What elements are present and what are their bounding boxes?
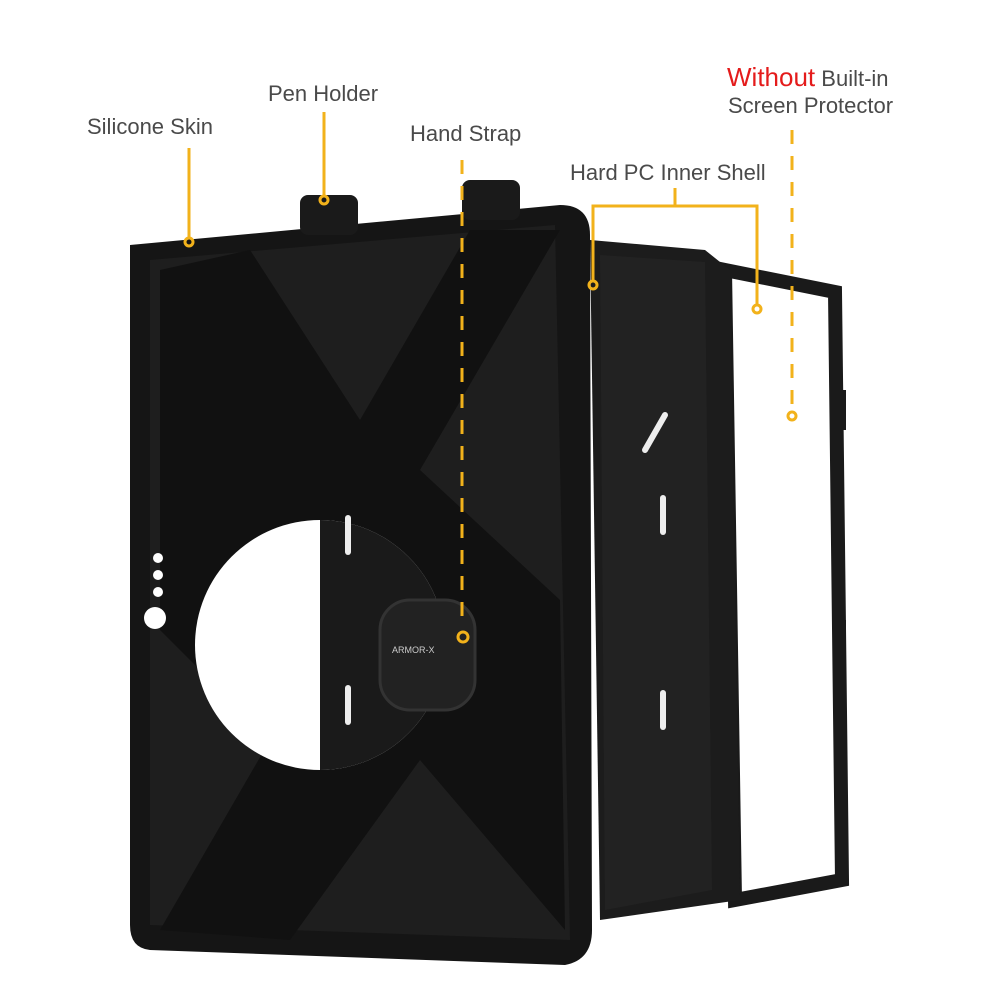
pen-holder-label: Pen Holder xyxy=(268,81,379,106)
hard-pc-inner-shell-label: Hard PC Inner Shell xyxy=(570,160,766,185)
silicone-skin-label: Silicone Skin xyxy=(87,114,213,139)
silicone-case xyxy=(130,180,592,965)
without-highlight: Without xyxy=(727,62,816,92)
screen-frame xyxy=(717,261,850,909)
built-in-text: Built-in xyxy=(821,66,889,91)
hand-strap xyxy=(378,598,477,712)
annotation-lines xyxy=(183,112,798,644)
inner-shell xyxy=(590,240,740,920)
hand-strap-label: Hand Strap xyxy=(410,121,522,146)
screen-protector-label-line2: Screen Protector xyxy=(728,93,894,118)
screen-protector-label: Without Built-in xyxy=(727,62,889,93)
armor-x-logo: ARMOR-X xyxy=(392,645,435,655)
